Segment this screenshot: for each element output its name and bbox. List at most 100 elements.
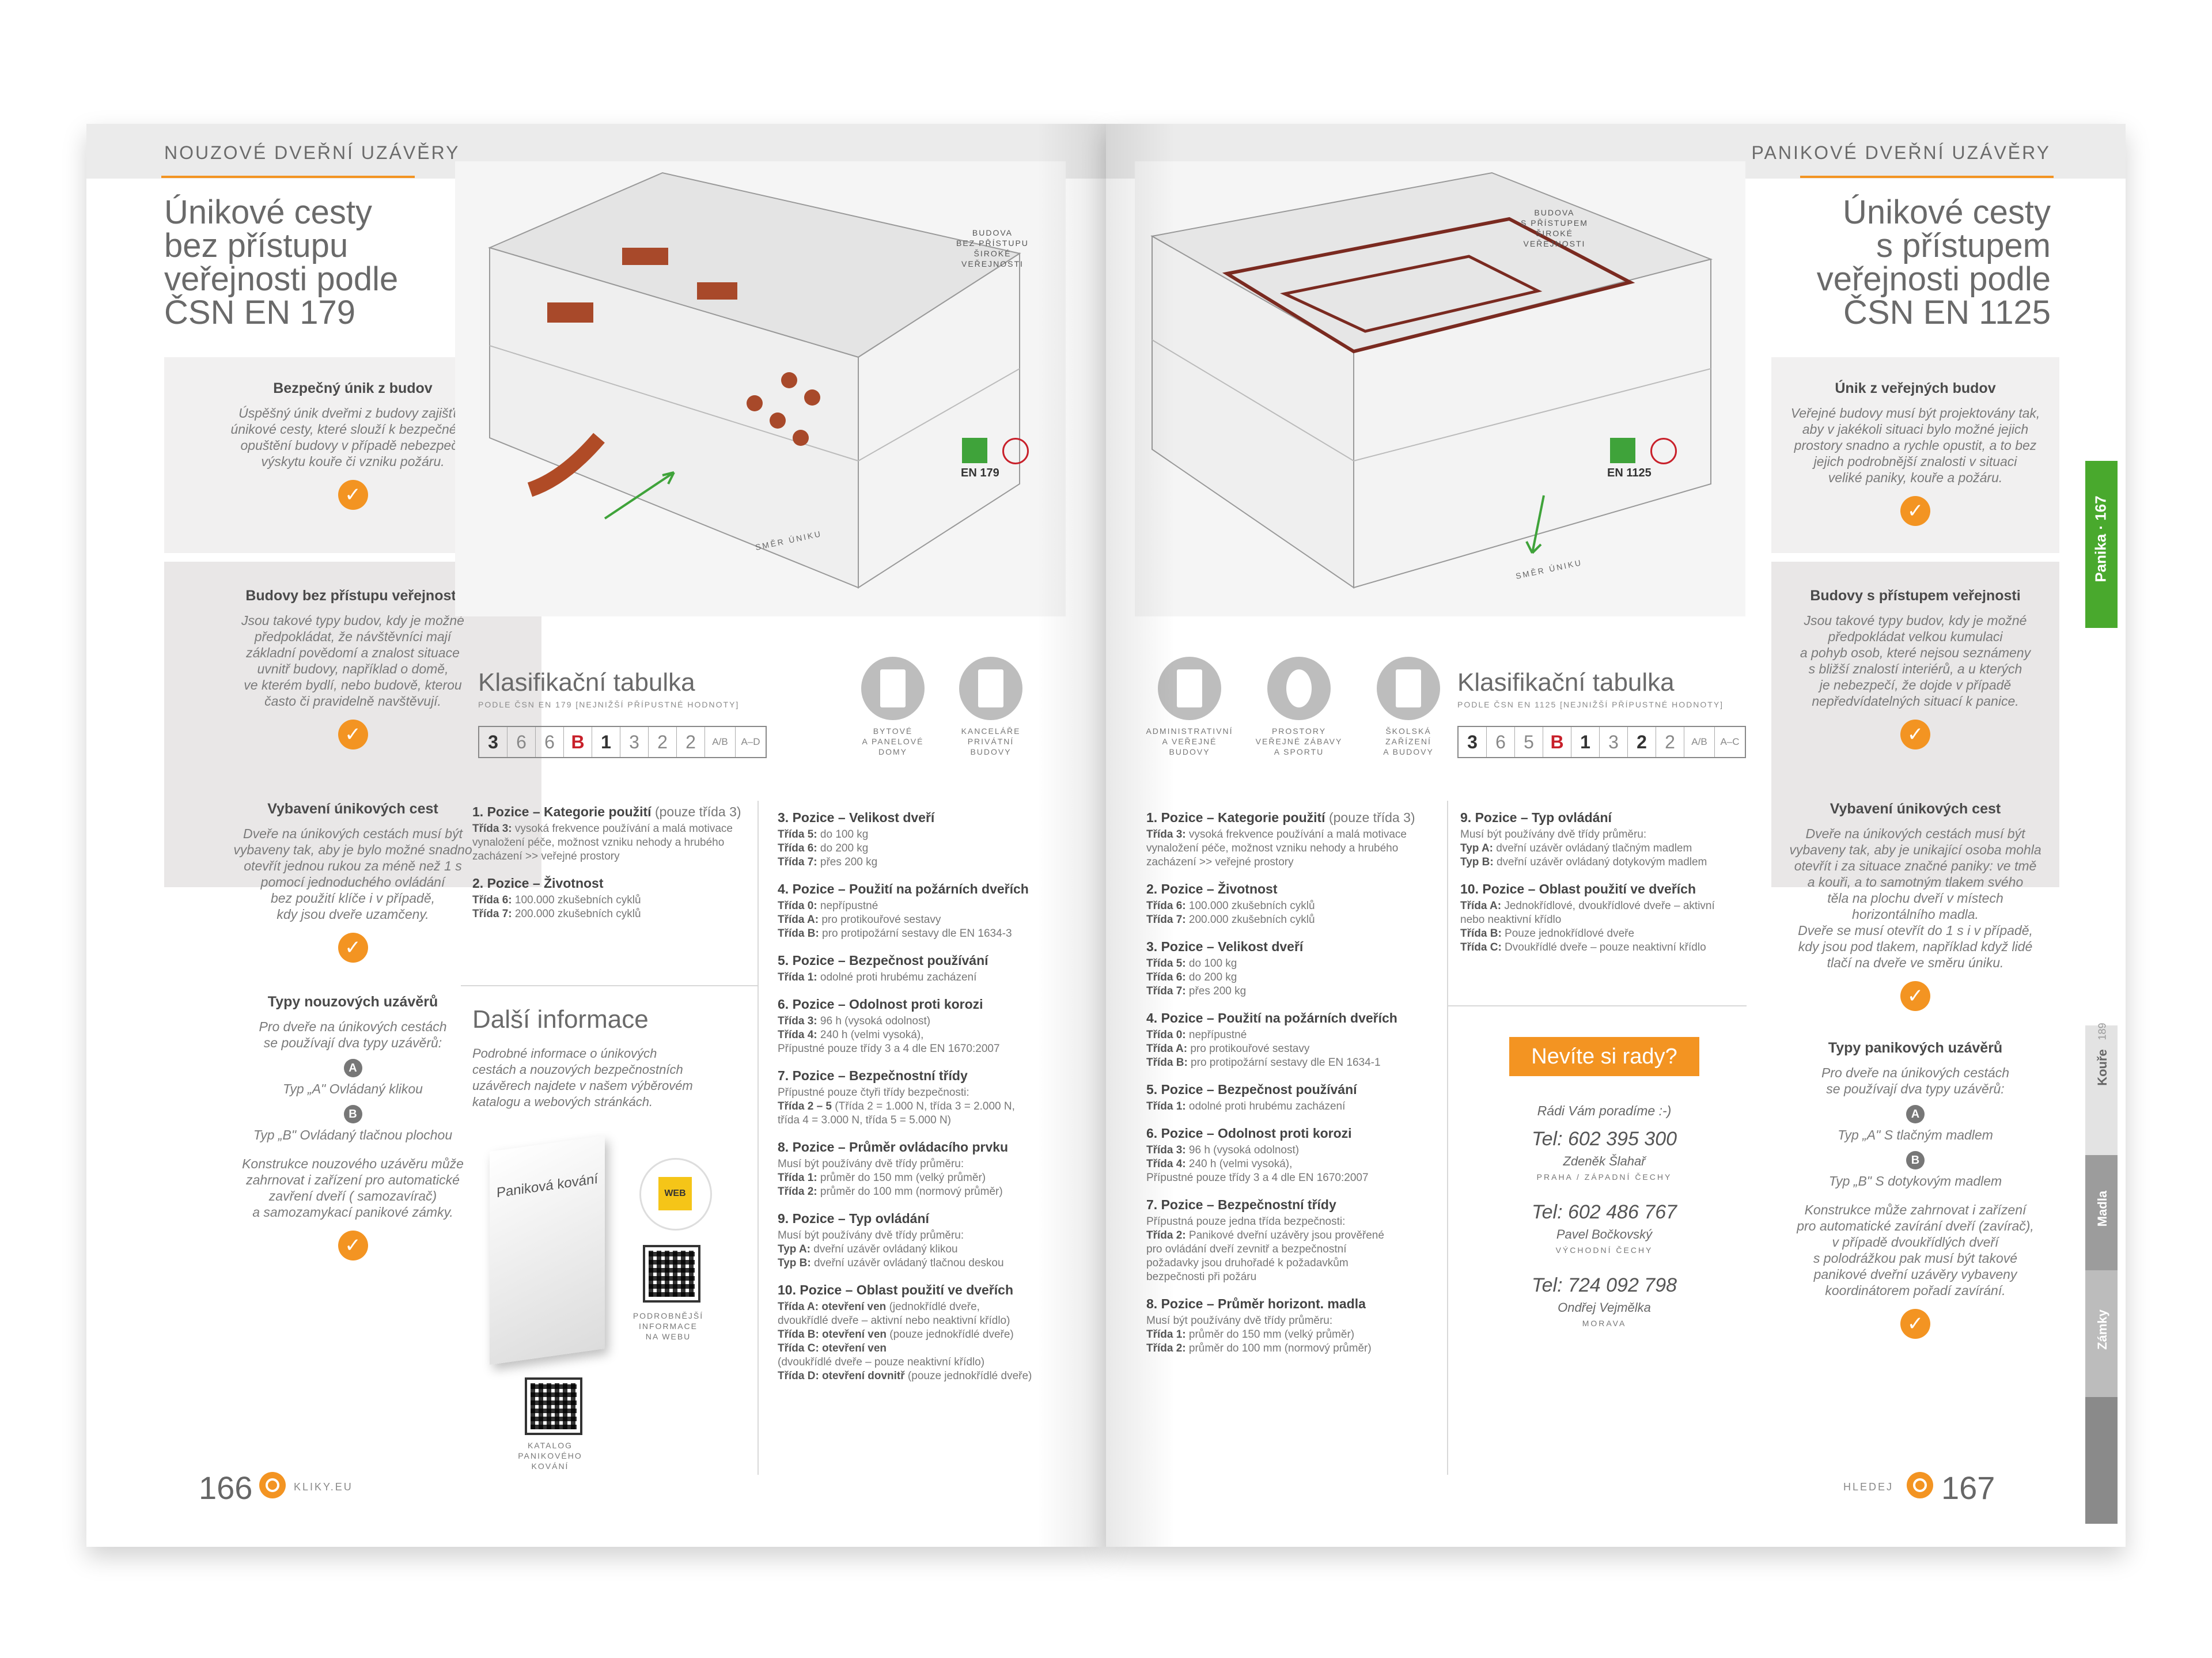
contact-region: MORAVA xyxy=(1582,1319,1627,1328)
position-line: Třída 6: 100.000 zkušebních cyklů xyxy=(472,894,641,906)
position-line: Přípustné pouze čtyři třídy bezpečnosti: xyxy=(778,1087,969,1099)
box-text: Dveře na únikových cestách musí být vyba… xyxy=(1789,826,2041,970)
position-line: Třída 5: do 100 kg xyxy=(778,828,869,841)
classification-cell: 2 xyxy=(649,727,677,757)
tab-label: Zámky xyxy=(2095,1309,2109,1350)
tab-madla[interactable]: Madla xyxy=(2085,1155,2118,1270)
position-heading: 10. Pozice – Oblast použití ve dveřích xyxy=(778,1282,1014,1297)
qr-code-catalog[interactable] xyxy=(525,1377,582,1435)
position-line: Třída 3: vysoká frekvence používání a ma… xyxy=(472,823,733,835)
position-line: Třída 6: do 200 kg xyxy=(778,842,869,854)
position-heading: 6. Pozice – Odolnost proti korozi xyxy=(1146,1126,1352,1141)
web-icon: WEB xyxy=(658,1177,692,1210)
contact-phone[interactable]: Tel: 602 486 767 xyxy=(1531,1201,1677,1223)
contact-phone[interactable]: Tel: 602 395 300 xyxy=(1531,1128,1677,1150)
contact-name: Ondřej Vejmělka xyxy=(1558,1300,1651,1315)
right-positions-column-2: 9. Pozice – Typ ovládání Musí být použív… xyxy=(1460,798,1748,955)
classification-cell: 6 xyxy=(1487,727,1515,757)
tab-extra[interactable] xyxy=(2085,1397,2118,1524)
icon-label: PROSTORY VEŘEJNÉ ZÁBAVY A SPORTU xyxy=(1255,726,1343,756)
position-line: Třída B: pro protipožární sestavy dle EN… xyxy=(778,928,1012,940)
position-heading: 8. Pozice – Průměr horizont. madla xyxy=(1146,1296,1366,1311)
classification-cell: 2 xyxy=(1628,727,1656,757)
type-a-text: Typ „A" S tlačným madlem xyxy=(1838,1127,1993,1142)
column-divider xyxy=(1447,801,1448,1475)
further-info-text: Podrobné informace o únikových cestách a… xyxy=(472,1046,693,1109)
lock-footer-text: Konstrukce nouzového uzávěru může zahrno… xyxy=(242,1156,464,1220)
position-line: Musí být používány dvě třídy průměru: xyxy=(1460,828,1647,841)
box-text: Jsou takové typy budov, kdy je možné pře… xyxy=(1800,613,2031,709)
position-line: Typ B: dveřní uzávěr ovládaný dotykovým … xyxy=(1460,856,1707,868)
position-heading: 7. Pozice – Bezpečnostní třídy xyxy=(1146,1197,1336,1212)
tab-zamky[interactable]: Zámky xyxy=(2085,1270,2118,1397)
contact-region: PRAHA / ZÁPADNÍ ČECHY xyxy=(1536,1172,1672,1182)
classification-cell: 3 xyxy=(479,727,507,757)
position-line: Třída 2: Panikové dveřní uzávěry jsou pr… xyxy=(1146,1229,1384,1241)
en-badge: EN 1125 xyxy=(1607,467,1652,479)
right-info-box-equipment: Vybavení únikových cest Dveře na únikový… xyxy=(1771,801,2059,1011)
position-line: Třída 1: odolné proti hrubému zacházení xyxy=(1146,1100,1346,1112)
type-a-text: Typ „A" Ovládaný klikou xyxy=(283,1081,423,1096)
qr-catalog-label: KATALOG PANIKOVÉHO KOVÁNÍ xyxy=(518,1441,582,1471)
position-heading: 3. Pozice – Velikost dveří xyxy=(778,810,935,825)
web-icon-circle: WEB xyxy=(639,1158,712,1231)
sports-venue-icon xyxy=(1267,657,1331,720)
spine-shadow xyxy=(1106,124,1175,1547)
position-line: Třída C: Dvoukřídlé dveře – pouze neakti… xyxy=(1460,941,1706,953)
box-title: Bezpečný únik z budov xyxy=(273,380,433,396)
box-text: Veřejné budovy musí být projektovány tak… xyxy=(1790,406,2040,485)
position-heading: 10. Pozice – Oblast použití ve dveřích xyxy=(1460,881,1696,896)
catalog-title: Paniková kování xyxy=(496,1171,599,1201)
en-badge: EN 179 xyxy=(961,467,999,479)
position-line: Třída 1: průměr do 150 mm (velký průměr) xyxy=(778,1172,986,1184)
box-text: Dveře na únikových cestách musí být vyba… xyxy=(233,826,472,922)
position-line: (dvoukřídlé dveře – pouze neaktivní kříd… xyxy=(778,1356,985,1368)
building-wireframe xyxy=(488,172,1021,589)
search-icon[interactable] xyxy=(259,1472,286,1498)
classification-cell: A–C xyxy=(1720,736,1740,747)
position-line: zacházení >> veřejné prostory xyxy=(472,850,620,862)
contact-region: VÝCHODNÍ ČECHY xyxy=(1555,1246,1653,1255)
catalog-spread: NOUZOVÉ DVEŘNÍ UZÁVĚRY Únikové cesty bez… xyxy=(86,124,2126,1547)
left-page: NOUZOVÉ DVEŘNÍ UZÁVĚRY Únikové cesty bez… xyxy=(86,124,1106,1547)
catalog-cover[interactable]: Paniková kování xyxy=(490,1135,605,1365)
box-text: Pro dveře na únikových cestách se použív… xyxy=(259,1019,447,1050)
contact-phone[interactable]: Tel: 724 092 798 xyxy=(1531,1274,1677,1296)
box-title: Únik z veřejných budov xyxy=(1835,380,1996,396)
left-section-tag: NOUZOVÉ DVEŘNÍ UZÁVĚRY xyxy=(164,142,460,163)
right-footer-search-label[interactable]: HLEDEJ xyxy=(1843,1481,1894,1493)
position-line: Třída 4: 240 h (velmi vysoká), xyxy=(778,1029,924,1041)
right-building-illustration: BUDOVA S PŘÍSTUPEM ŠIROKÉ VEŘEJNOSTI EN … xyxy=(1135,161,1745,616)
type-a-badge: A xyxy=(1906,1105,1925,1123)
type-a-badge: A xyxy=(343,1059,362,1077)
icon-label: BYTOVÉ A PANELOVÉ DOMY xyxy=(862,726,924,756)
left-footer-url[interactable]: KLIKY.EU xyxy=(294,1481,353,1493)
qr-code-web[interactable] xyxy=(643,1245,700,1303)
position-line: Třída A: pro protikouřové sestavy xyxy=(778,914,941,926)
search-icon[interactable] xyxy=(1907,1472,1933,1498)
position-line: Přípustné pouze třídy 3 a 4 dle EN 1670:… xyxy=(778,1043,1000,1055)
tab-panika[interactable]: Panika · 167 xyxy=(2085,461,2118,628)
qr-web-label: PODROBNĚJŠÍ INFORMACE NA WEBU xyxy=(632,1311,704,1341)
position-line: Třída 7: 200.000 zkušebních cyklů xyxy=(472,908,641,920)
position-line: Třída D: otevření dovnitř (pouze jednokř… xyxy=(778,1370,1032,1382)
position-line: Třída 0: nepřípustné xyxy=(778,900,878,912)
classification-cell: 2 xyxy=(1656,727,1684,757)
box-title: Vybavení únikových cest xyxy=(1830,801,2001,817)
box-title: Budovy bez přístupu veřejnosti xyxy=(245,588,460,604)
position-line: Třída 2: průměr do 100 mm (normový průmě… xyxy=(1146,1342,1372,1354)
position-heading: 9. Pozice – Typ ovládání xyxy=(1460,810,1612,825)
help-button[interactable]: Nevíte si rady? xyxy=(1509,1037,1699,1076)
left-info-box-lock-types: Typy nouzových uzávěrů Pro dveře na únik… xyxy=(164,994,541,1260)
residential-building-icon xyxy=(861,657,925,720)
classification-subtitle: PODLE ČSN EN 179 [NEJNIŽŠÍ PŘÍPUSTNÉ HOD… xyxy=(478,700,740,709)
right-page-title: Únikové cesty s přístupem veřejnosti pod… xyxy=(1816,194,2051,331)
position-heading: 6. Pozice – Odolnost proti korozi xyxy=(778,997,983,1012)
position-heading: 9. Pozice – Typ ovládání xyxy=(778,1211,929,1226)
icon-label: ŠKOLSKÁ ZAŘÍZENÍ A BUDOVY xyxy=(1383,726,1434,756)
section-divider xyxy=(1447,1005,1747,1006)
position-heading: 1. Pozice – Kategorie použití (pouze tří… xyxy=(1146,810,1415,825)
contact-name: Zdeněk Šlahař xyxy=(1563,1154,1646,1168)
type-b-text: Typ „B" Ovládaný tlačnou plochou xyxy=(253,1127,453,1142)
